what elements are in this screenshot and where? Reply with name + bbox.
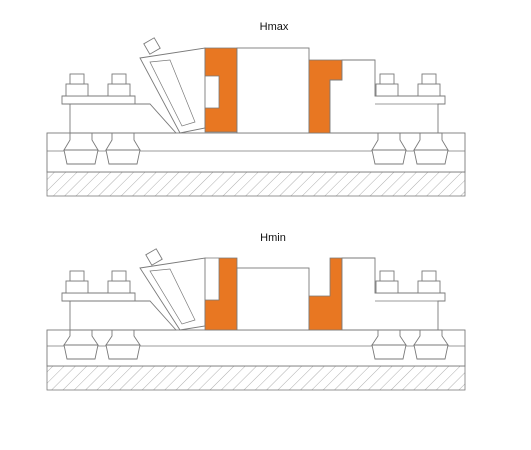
hmax-workpiece	[236, 47, 310, 134]
hmin-nut-right-1	[375, 270, 399, 294]
hmin-left-jaw	[204, 257, 238, 331]
hmax-nut-left-2	[107, 73, 131, 97]
hmin-wedge-screw	[145, 248, 163, 266]
hmax-nut-right-1	[375, 73, 399, 97]
hmax-nut-right-2	[417, 73, 441, 97]
hmax-bottom-nut-1	[63, 132, 99, 165]
hmax-bottom-nut-4	[413, 132, 449, 165]
hmax-ground-hatch	[46, 171, 466, 197]
hmin-bottom-nut-3	[371, 329, 407, 360]
hmax-wedge-screw	[143, 37, 161, 55]
hmin-ground-hatch	[46, 365, 466, 391]
hmax-wedge-detail	[149, 59, 196, 127]
hmax-bottom-nut-3	[371, 132, 407, 165]
hmax-nut-left-1	[65, 73, 89, 97]
hmin-nut-left-2	[107, 270, 131, 294]
hmax-bottom-nut-2	[105, 132, 141, 165]
hmin-nut-right-2	[417, 270, 441, 294]
hmin-right-clamp-body	[341, 257, 446, 331]
hmin-left-rail	[61, 292, 136, 302]
hmin-label: Hmin	[260, 232, 286, 244]
hmax-left-jaw	[204, 47, 238, 133]
hmax-left-clamp-body	[69, 103, 178, 134]
hmin-workpiece	[236, 267, 310, 331]
hmin-left-clamp-body	[69, 300, 178, 331]
hmin-wedge-detail	[149, 268, 196, 325]
hmin-bottom-nut-2	[105, 329, 141, 360]
hmax-left-rail	[61, 95, 136, 105]
hmin-bottom-nut-1	[63, 329, 99, 360]
hmin-diagram: Hmin	[46, 232, 466, 391]
hmin-nut-left-1	[65, 270, 89, 294]
hmax-right-clamp-body	[329, 59, 446, 134]
hmax-diagram: Hmax	[46, 21, 466, 197]
hmin-bottom-nut-4	[413, 329, 449, 360]
hmax-label: Hmax	[260, 21, 289, 33]
hmin-right-jaw	[308, 257, 343, 331]
